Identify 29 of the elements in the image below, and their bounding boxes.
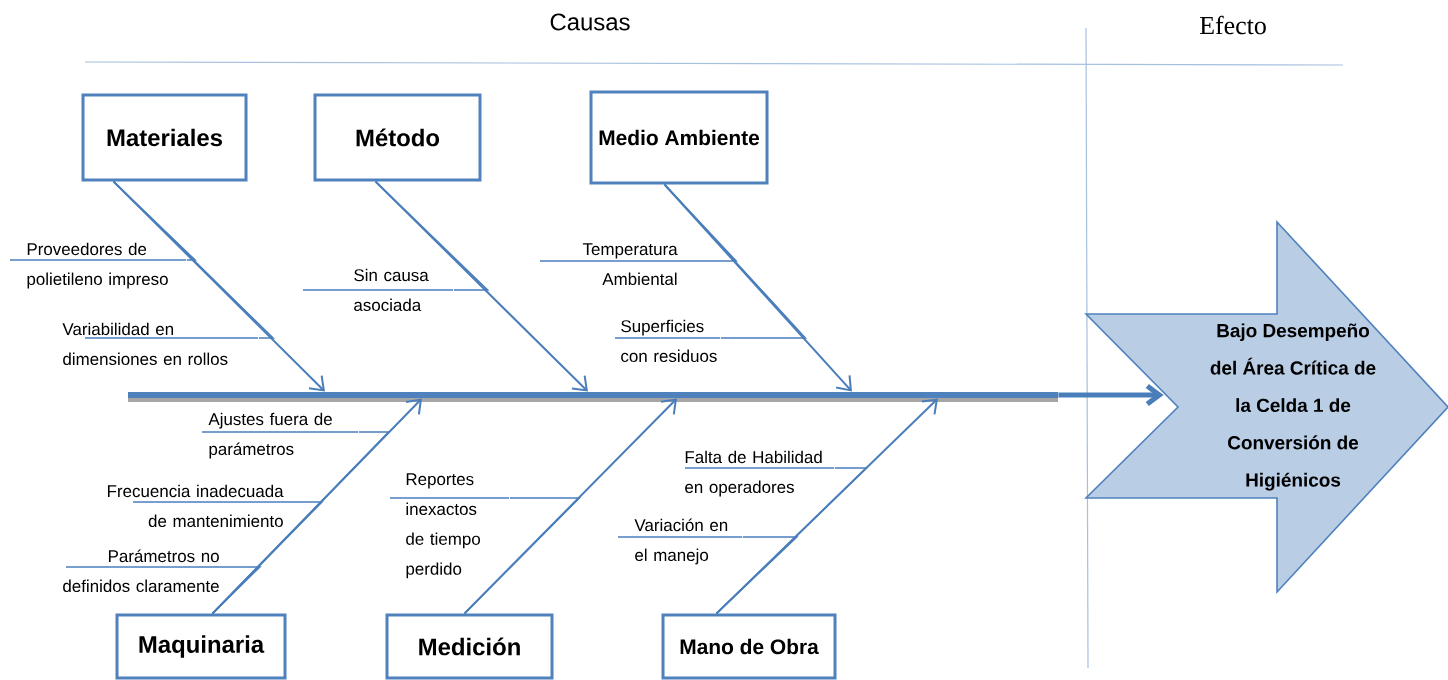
spine-arrow [1058, 383, 1164, 407]
cause-label: Proveedores de polietileno impreso [9, 242, 187, 289]
category-box: Medio Ambiente [589, 90, 769, 185]
section-heading: Causas [550, 13, 630, 31]
sub-bone-line [663, 183, 808, 339]
cause-label: Sin causa asociada [302, 268, 454, 312]
category-box: Mano de Obra [661, 613, 837, 680]
cause-label: Parámetros no definidos claramente [63, 549, 221, 593]
category-box: Método [313, 93, 482, 182]
sub-bone-line [715, 536, 799, 615]
category-box: Materiales [81, 93, 248, 182]
cause-label: Variación en el manejo [617, 518, 743, 565]
sub-bone-line [211, 566, 262, 615]
sub-bone-line [715, 467, 869, 615]
cause-label: Reportes inexactos de tiempo perdido [389, 473, 510, 579]
cause-label: Superficies con residuos [614, 319, 721, 363]
sub-bone-line [112, 180, 275, 339]
category-box: Medición [385, 613, 554, 680]
category-box: Maquinaria [115, 613, 287, 680]
cause-label: Falta de Habilidad en operadores [684, 450, 835, 497]
cause-label: Temperatura Ambiental [539, 243, 679, 286]
section-heading: Efecto [1199, 15, 1266, 35]
cause-label: Variabilidad en dimensiones en rollos [62, 322, 259, 366]
cause-label: Ajustes fuera de parámetros [201, 412, 359, 459]
sub-bone-line [463, 497, 582, 615]
bone-arrow [374, 180, 588, 392]
sub-bone-line [374, 180, 490, 291]
cause-label: Frecuencia inadecuada de mantenimiento [108, 484, 285, 528]
spine-bar [128, 392, 1058, 402]
